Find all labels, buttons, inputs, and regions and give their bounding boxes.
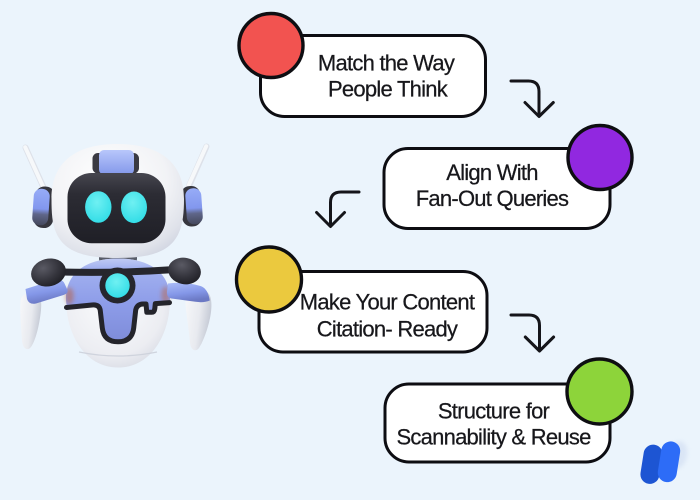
svg-text:Make Your Content: Make Your Content	[300, 290, 475, 315]
svg-text:Align With: Align With	[446, 160, 538, 185]
svg-text:Citation- Ready: Citation- Ready	[317, 317, 458, 342]
svg-text:Fan-Out Queries: Fan-Out Queries	[416, 186, 569, 211]
svg-text:Match the Way: Match the Way	[318, 51, 455, 76]
svg-text:Structure for: Structure for	[438, 399, 550, 424]
svg-text:People Think: People Think	[328, 77, 449, 102]
svg-text:Scannability & Reuse: Scannability & Reuse	[396, 425, 591, 450]
